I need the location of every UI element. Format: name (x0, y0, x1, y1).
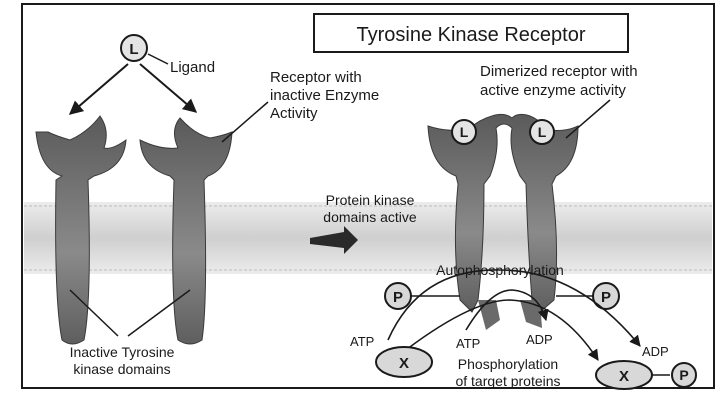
ligand-label-leader (148, 54, 168, 64)
phosphorylation-label-1: Phosphorylation (458, 356, 558, 372)
title: Tyrosine Kinase Receptor (356, 24, 585, 46)
dimerized-leader (566, 100, 610, 138)
phosphate-target: P (672, 363, 696, 387)
receptor-inactive-leader (222, 102, 268, 142)
protein-kinase-label-1: Protein kinase (326, 192, 415, 208)
phosphate-left: P (385, 283, 411, 309)
ligand-bound-right: L (530, 120, 554, 144)
target-protein-left: X (376, 347, 432, 377)
ligand-bound-left-symbol: L (460, 124, 469, 140)
protein-kinase-label-2: domains active (323, 209, 417, 225)
target-right-symbol: X (619, 368, 629, 385)
adp-label-center: ADP (526, 332, 553, 347)
atp-label-center: ATP (456, 336, 480, 351)
phosphate-target-symbol: P (679, 367, 688, 383)
autophosphorylation-arc (388, 270, 640, 346)
target-protein-right: X (596, 361, 652, 389)
ligand-bound-left: L (452, 120, 476, 144)
target-left-symbol: X (399, 355, 409, 372)
adp-label-right: ADP (642, 344, 669, 359)
ligand-symbol: L (129, 41, 138, 58)
target-phosphorylation-arc (398, 300, 598, 360)
phosphorylation-label-2: of target proteins (455, 373, 560, 389)
ligand-bound-right-symbol: L (538, 124, 547, 140)
inactive-domains-label-2: kinase domains (73, 361, 170, 377)
inactive-domains-label-1: Inactive Tyrosine (70, 344, 175, 360)
atp-label-left: ATP (350, 334, 374, 349)
dimerized-label-1: Dimerized receptor with (480, 63, 638, 80)
receptor-inactive-label-3: Activity (270, 105, 318, 122)
phosphate-left-symbol: P (393, 289, 403, 306)
dimerized-label-2: active enzyme activity (480, 82, 626, 99)
phosphate-right: P (593, 283, 619, 309)
ligand-label: Ligand (170, 59, 215, 76)
ligand-free: L (121, 35, 147, 61)
ligand-arrow-left (70, 64, 128, 114)
receptor-inactive-label-2: inactive Enzyme (270, 87, 379, 104)
receptor-inactive-label-1: Receptor with (270, 69, 362, 86)
phosphate-right-symbol: P (601, 289, 611, 306)
